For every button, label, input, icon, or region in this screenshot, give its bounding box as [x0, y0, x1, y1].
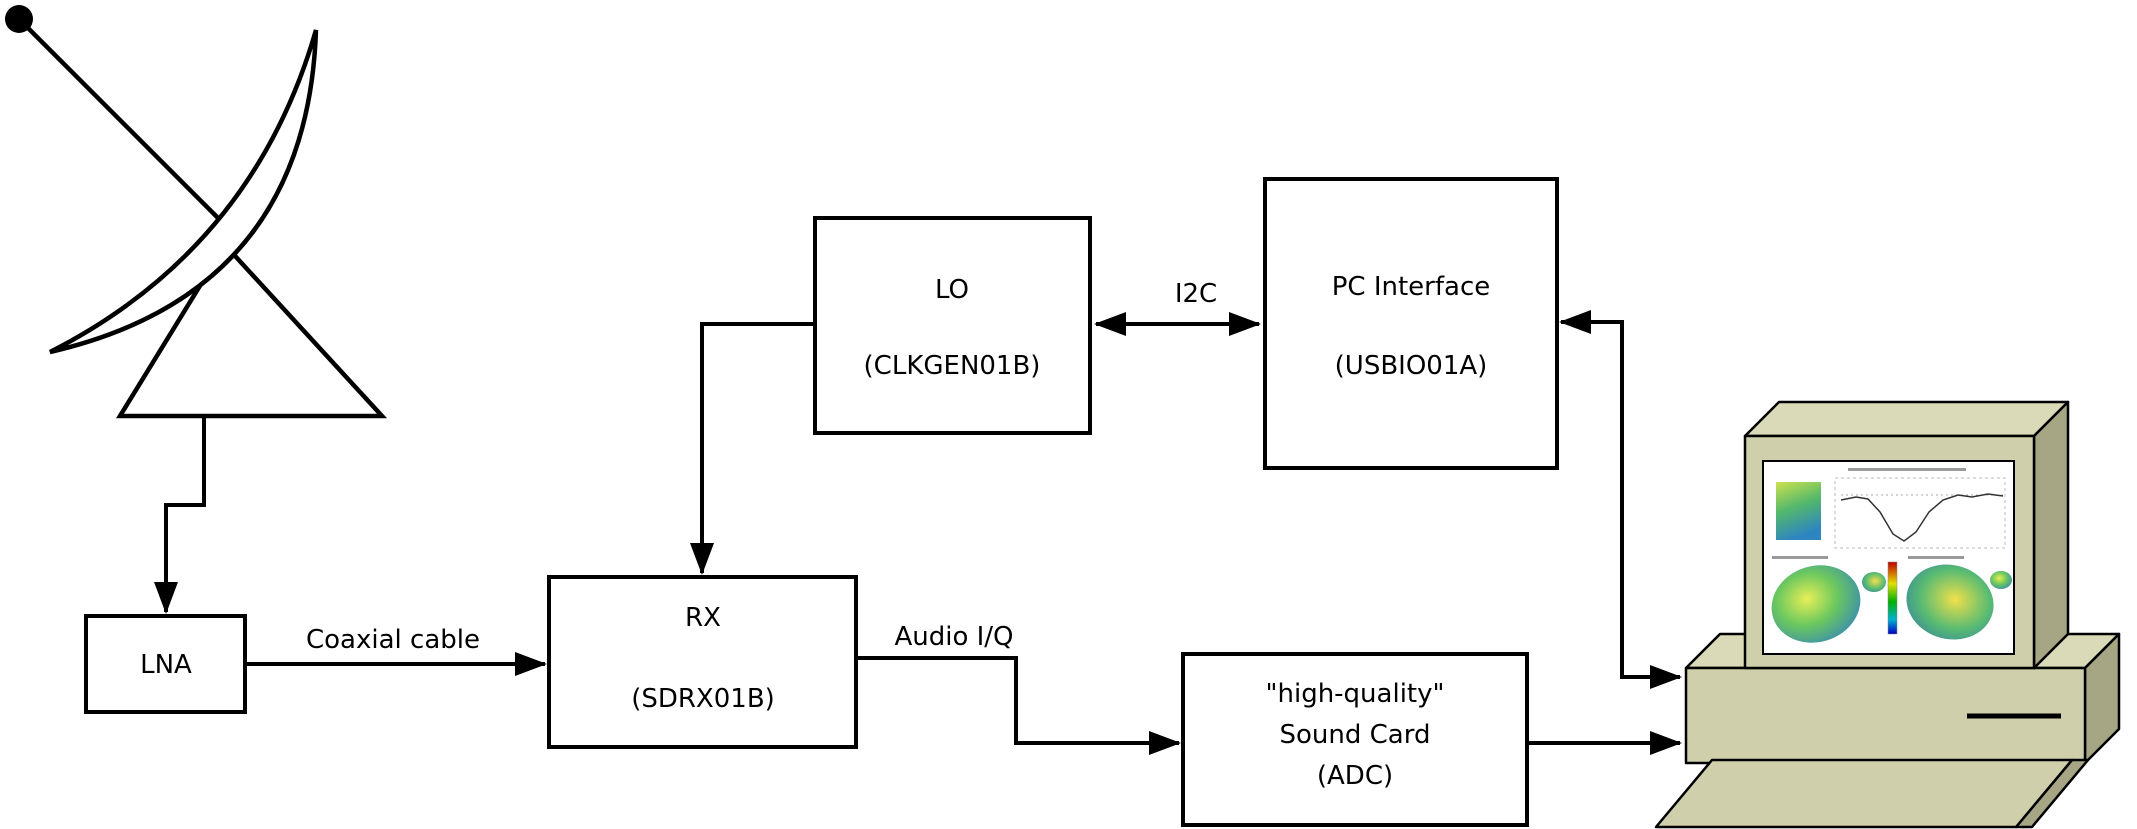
- satellite-dish: [5, 5, 388, 614]
- rx-block: RX (SDRX01B): [547, 575, 858, 749]
- i2c-label: I2C: [1175, 279, 1217, 309]
- pc-interface-sublabel: (USBIO01A): [1335, 351, 1488, 381]
- audio-iq-label: Audio I/Q: [894, 622, 1013, 652]
- screen-image-gradient: [1776, 482, 1821, 540]
- rx-label: RX: [685, 603, 721, 633]
- lna-label: LNA: [140, 650, 192, 680]
- computer-monitor: [1743, 400, 2070, 670]
- screen-colorbar: [1887, 561, 1898, 635]
- computer-keyboard: [1654, 758, 2090, 829]
- dish-feed-arm: [17, 17, 234, 234]
- lna-block: LNA: [84, 614, 247, 714]
- sound-card-line1: "high-quality": [1266, 679, 1445, 709]
- coaxial-cable-label: Coaxial cable: [306, 625, 480, 655]
- screen-map-blob-right: [1906, 564, 1994, 640]
- sound-card-block: "high-quality" Sound Card (ADC): [1181, 652, 1529, 827]
- screen-tiny-text: [1848, 468, 1966, 471]
- screen-spectrum-plot: [1834, 477, 2006, 549]
- screen-tiny-text: [1908, 556, 1964, 559]
- sound-card-line3: (ADC): [1317, 761, 1393, 791]
- computer: [1654, 400, 2121, 829]
- lo-block: LO (CLKGEN01B): [813, 216, 1092, 435]
- pc-interface-label: PC Interface: [1332, 272, 1491, 302]
- dish-feed-point: [5, 5, 33, 33]
- dish-pedestal-triangle: [115, 241, 388, 419]
- screen-map-blob-small-right: [1990, 571, 2012, 589]
- screen-map-blob-left: [1771, 565, 1861, 643]
- screen-map-blob-small-left: [1862, 572, 1886, 592]
- dish-reflector: [48, 29, 319, 355]
- screen-plots: [1771, 468, 2012, 643]
- lo-sublabel: (CLKGEN01B): [864, 351, 1041, 381]
- dish-to-lna-wire: [154, 414, 206, 614]
- screen-tiny-text: [1772, 556, 1828, 559]
- sound-card-line2: Sound Card: [1280, 720, 1431, 750]
- lo-to-rx-wire: [690, 322, 815, 575]
- rx-to-soundcard-wire: [858, 656, 1181, 755]
- rx-sublabel: (SDRX01B): [631, 684, 775, 714]
- connections: [247, 310, 1682, 755]
- pc-interface-block: PC Interface (USBIO01A): [1263, 177, 1559, 470]
- lo-label: LO: [935, 275, 969, 305]
- pc-interface-to-computer-wire: [1559, 310, 1682, 689]
